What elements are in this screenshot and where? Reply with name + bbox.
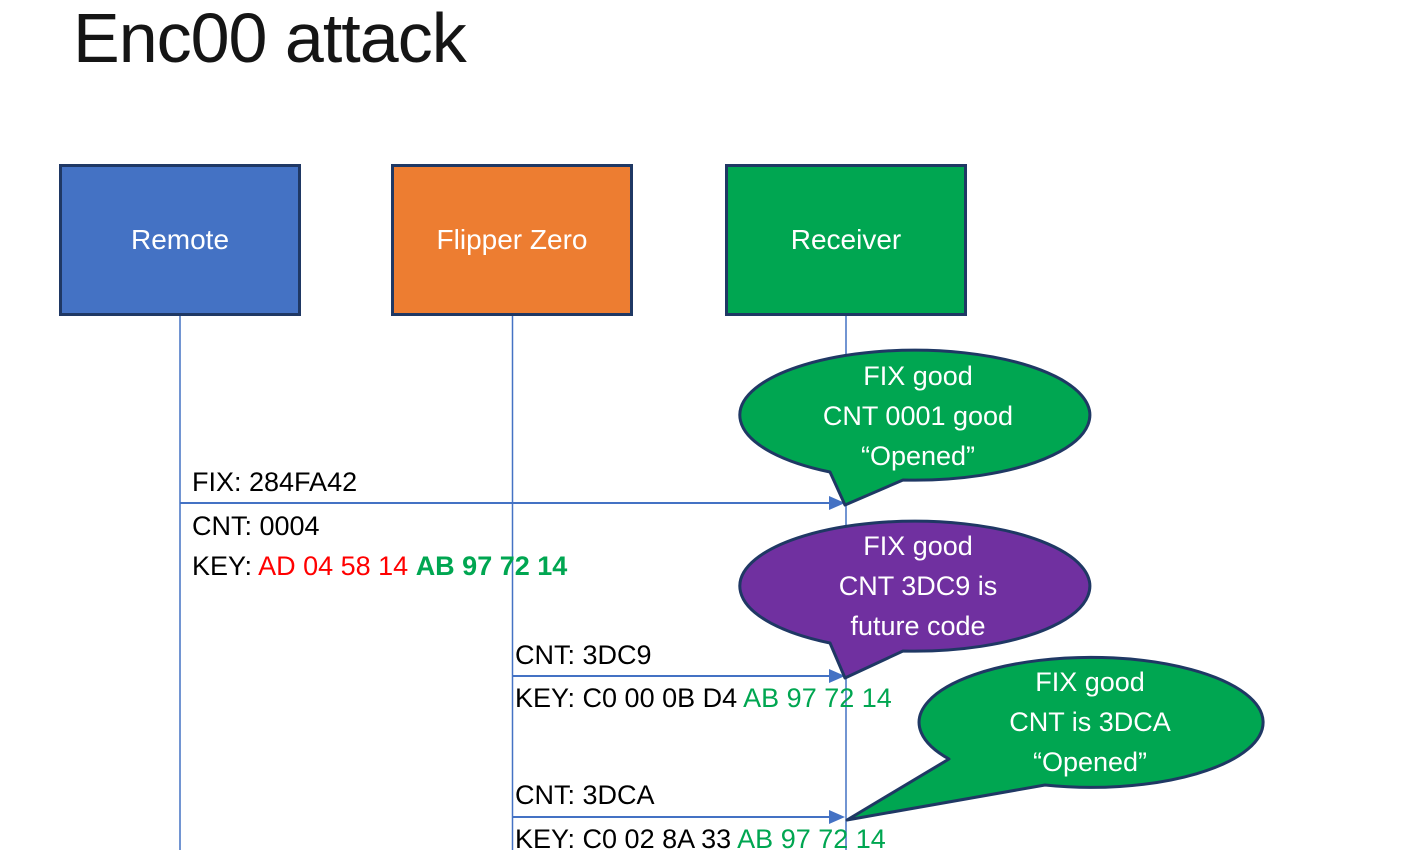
arrowhead-flipper-to-receiver-2 <box>829 810 845 824</box>
message-key-remote-green-bytes: AB 97 72 14 <box>415 551 568 581</box>
message-cnt-remote-text: CNT: 0004 <box>192 511 320 541</box>
message-fix-remote: FIX: 284FA42 <box>192 467 357 498</box>
callout-opened-2-line-3: “Opened” <box>1032 747 1148 777</box>
actor-box-receiver: Receiver <box>725 164 967 316</box>
page-title: Enc00 attack <box>73 0 467 77</box>
message-cnt-replay-1-text: CNT: 3DC9 <box>515 640 652 670</box>
callout-future-line-2: CNT 3DC9 is <box>838 571 998 601</box>
callout-opened-1-line-3: “Opened” <box>860 441 976 471</box>
actor-label-receiver: Receiver <box>790 224 902 255</box>
message-key-replay-2-prefix: KEY: C0 02 8A 33 <box>515 824 738 854</box>
actor-box-flipper-zero: Flipper Zero <box>391 164 633 316</box>
callout-text-opened-1: FIX good CNT 0001 good “Opened” <box>766 356 1070 476</box>
message-key-remote-prefix: KEY: <box>192 551 259 581</box>
callout-text-future-code: FIX good CNT 3DC9 is future code <box>766 526 1070 646</box>
message-cnt-replay-1: CNT: 3DC9 <box>515 640 652 671</box>
callout-text-opened-2: FIX good CNT is 3DCA “Opened” <box>938 662 1242 782</box>
callout-bubble-opened-2 <box>845 655 1265 822</box>
callout-opened-1-line-2: CNT 0001 good <box>822 401 1014 431</box>
arrowhead-flipper-to-receiver-1 <box>829 669 845 683</box>
callout-future-line-3: future code <box>850 611 986 641</box>
callout-opened-1-line-1: FIX good <box>863 361 973 391</box>
actor-label-flipper-zero: Flipper Zero <box>436 224 588 255</box>
actor-box-remote: Remote <box>59 164 301 316</box>
arrowhead-remote-to-receiver <box>829 496 845 510</box>
callout-opened-2-line-1: FIX good <box>1035 667 1145 697</box>
message-key-replay-2: KEY: C0 02 8A 33 AB 97 72 14 <box>515 824 886 855</box>
callout-opened-2-line-2: CNT is 3DCA <box>1009 707 1171 737</box>
message-cnt-replay-2: CNT: 3DCA <box>515 780 655 811</box>
message-key-replay-2-green-bytes: AB 97 72 14 <box>737 824 886 854</box>
callout-bubble-opened-1 <box>738 348 1092 507</box>
message-cnt-replay-2-text: CNT: 3DCA <box>515 780 655 810</box>
message-key-replay-1-green-bytes: AB 97 72 14 <box>743 683 892 713</box>
message-fix-remote-text: FIX: 284FA42 <box>192 467 358 497</box>
message-cnt-remote: CNT: 0004 <box>192 511 320 542</box>
callout-bubble-future-code <box>738 519 1092 680</box>
message-key-replay-1: KEY: C0 00 0B D4 AB 97 72 14 <box>515 683 892 714</box>
message-key-remote: KEY: AD 04 58 14 AB 97 72 14 <box>192 551 567 582</box>
actor-label-remote: Remote <box>130 224 230 255</box>
callout-future-line-1: FIX good <box>863 531 973 561</box>
message-key-replay-1-prefix: KEY: C0 00 0B D4 <box>515 683 744 713</box>
message-key-remote-red-bytes: AD 04 58 14 <box>258 551 416 581</box>
